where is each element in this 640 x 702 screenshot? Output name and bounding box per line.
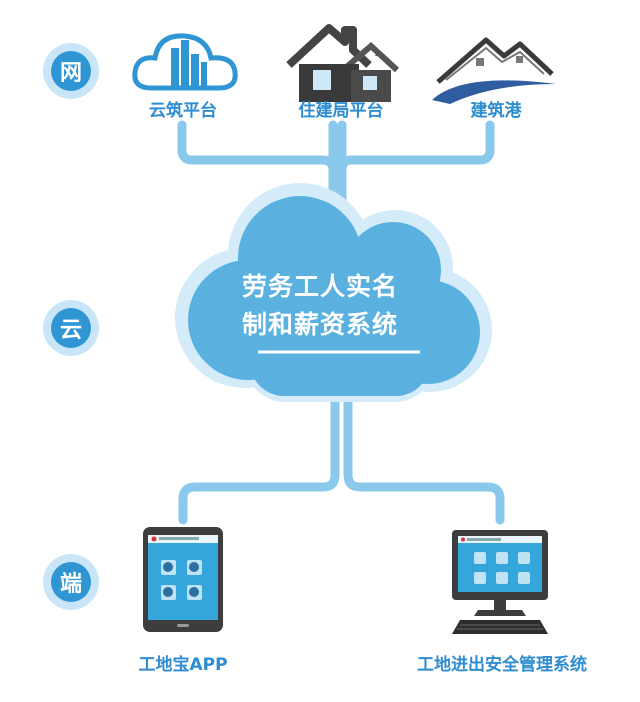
- central-cloud: [175, 183, 492, 402]
- device-label-desktop: 工地进出安全管理系统: [417, 655, 587, 675]
- desktop-computer-icon: [452, 530, 548, 634]
- side-badge-net: 网: [51, 51, 91, 91]
- house-icon: [286, 24, 400, 102]
- platform-label-jianzhugang: 建筑港: [470, 101, 522, 121]
- cloud-building-icon: [132, 33, 238, 91]
- device-label-app: 工地宝APP: [138, 655, 228, 675]
- roof-logo-icon: [432, 37, 556, 104]
- side-badge-cloud: 云: [51, 308, 91, 348]
- center-title-line1: 劳务工人实名: [241, 272, 398, 301]
- bottom-connectors: [178, 355, 505, 525]
- tablet-icon: [143, 527, 223, 632]
- platform-label-yunzhu: 云筑平台: [149, 101, 217, 121]
- center-title-line2: 制和薪资系统: [241, 310, 398, 339]
- platform-label-zhujianju: 住建局平台: [298, 101, 384, 121]
- side-badge-terminal: 端: [51, 562, 91, 602]
